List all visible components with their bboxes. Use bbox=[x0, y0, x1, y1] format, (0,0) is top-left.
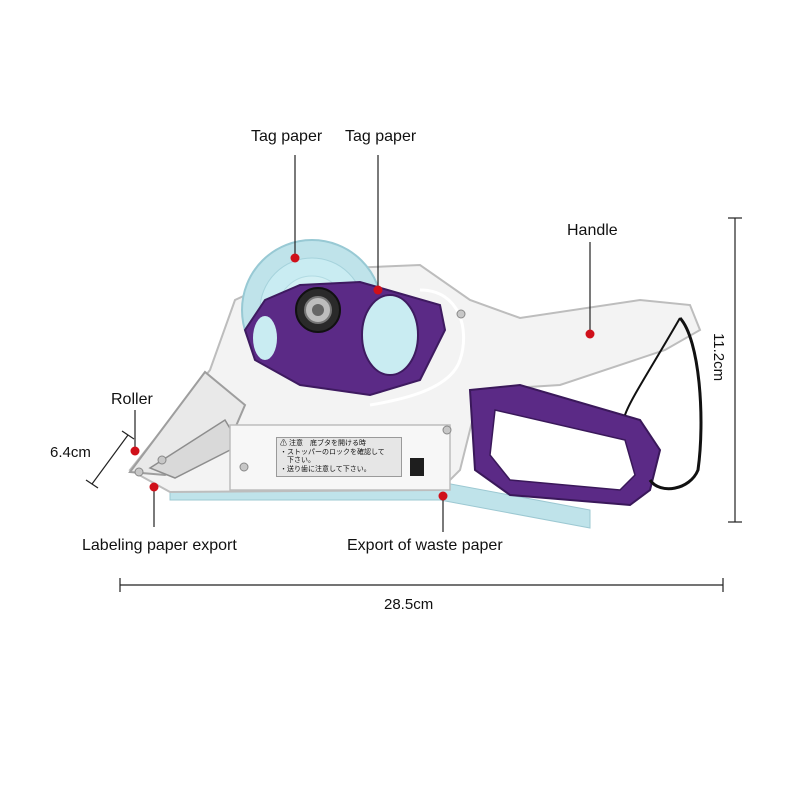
warning-line-2: 下さい。 bbox=[280, 457, 315, 464]
label-tag-paper-2: Tag paper bbox=[345, 128, 417, 145]
warning-sticker: ⚠ 注意 底ブタを開ける時 ・ストッパーのロックを確認して 下さい。 ・送り歯に… bbox=[276, 437, 402, 477]
dimension-height-right bbox=[728, 217, 742, 523]
label-tag-paper-1: Tag paper bbox=[251, 128, 323, 145]
white-cord bbox=[369, 288, 466, 407]
screw-5 bbox=[456, 309, 466, 319]
red-markers bbox=[130, 253, 595, 501]
warning-line-3: ・送り歯に注意して下さい。 bbox=[280, 465, 371, 473]
label-roller: Roller bbox=[111, 391, 153, 408]
lanyard bbox=[648, 316, 703, 491]
label-waste-export: Export of waste paper bbox=[347, 537, 503, 554]
label-handle: Handle bbox=[567, 222, 618, 239]
cutter-nose bbox=[128, 370, 247, 477]
screw-2 bbox=[157, 455, 167, 465]
screw-3 bbox=[239, 462, 249, 472]
knob bbox=[410, 458, 424, 476]
dimension-width bbox=[119, 578, 724, 592]
screw-1 bbox=[134, 467, 144, 477]
dimension-label-height-left: 6.4cm bbox=[50, 444, 91, 461]
label-labeling-export: Labeling paper export bbox=[82, 537, 237, 554]
warning-title: ⚠ 注意 底ブタを開ける時 bbox=[280, 440, 366, 447]
dimension-label-height-right: 11.2cm bbox=[710, 333, 727, 382]
dimension-label-width: 28.5cm bbox=[384, 596, 434, 613]
screw-4 bbox=[442, 425, 452, 435]
dimension-height-left bbox=[85, 430, 135, 489]
warning-line-1: ・ストッパーのロックを確認して bbox=[280, 448, 385, 456]
leader-lines bbox=[134, 155, 591, 532]
